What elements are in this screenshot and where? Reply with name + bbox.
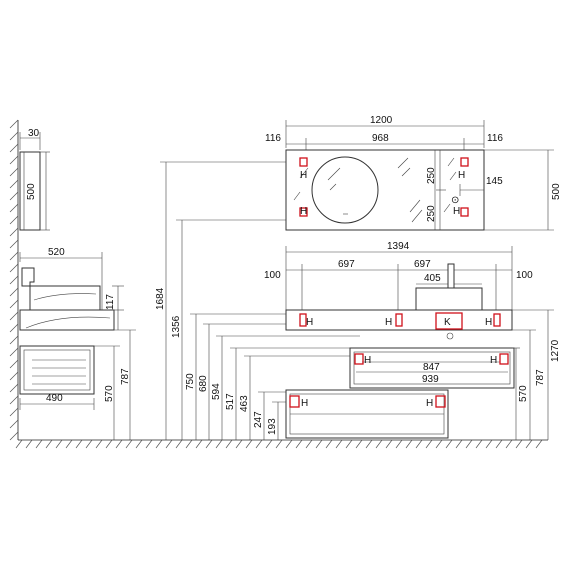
dim-h-247: 247 [253,411,264,428]
hanger-label: H [300,206,307,217]
hanger-marker-mirror-tr [460,157,469,167]
hanger-label: H [485,317,492,328]
lower-drawer-front: H H [285,389,449,439]
wall-hatch [9,119,19,441]
dim-mirror-upper-250: 250 [426,167,437,184]
hanger-marker-top-1 [299,313,307,327]
dim-mirror-left-offset: 116 [265,133,281,144]
dim-h-463: 463 [239,395,250,412]
upper-drawer-front: 847 939 H H [349,347,515,389]
hanger-label: H [458,170,465,181]
dim-top-width: 1394 [387,241,410,252]
dim-upper-drawer-outer: 939 [422,374,439,385]
dim-right-787: 787 [535,369,546,386]
hanger-marker-mirror-bl [299,207,308,217]
hanger-label: H [364,355,371,366]
dim-side-height-570: 570 [104,385,115,402]
round-mirror [311,156,379,224]
dim-mirror-socket-offset: 145 [486,176,503,187]
dim-mirror-right-offset: 116 [487,133,503,144]
dim-h-517: 517 [225,393,236,410]
hanger-label: H [426,398,433,409]
dim-side-depth: 520 [48,247,65,258]
dim-right-1270: 1270 [550,339,561,362]
dim-h-1356: 1356 [171,315,182,338]
hanger-marker-drawer-ul [354,353,364,365]
hanger-label: H [301,398,308,409]
dim-h-750: 750 [185,373,196,390]
front-countertop [285,309,513,331]
dim-mirror-side-height: 500 [26,183,37,200]
side-drawer [19,345,95,395]
front-faucet [447,263,455,291]
dim-h-680: 680 [198,375,209,392]
hanger-label: H [300,170,307,181]
dim-right-570: 570 [518,385,529,402]
countertop-front: 1394 100 697 697 100 405 H H K H [264,241,533,340]
dim-side-drawer-depth: 490 [46,393,63,404]
dim-top-left-offset: 100 [264,270,281,281]
drain-label: K [444,317,451,328]
dim-mirror-depth: 30 [28,128,40,139]
side-view: 30 500 520 117 490 [19,128,136,440]
dim-h-1684: 1684 [155,287,166,310]
dim-basin-width: 405 [424,273,441,284]
hanger-marker-drawer-ll [289,395,300,408]
dim-top-half-left: 697 [338,259,355,270]
dim-side-top-thickness: 117 [105,294,116,310]
dim-mirror-lower-250: 250 [426,205,437,222]
hanger-marker-top-2 [395,313,403,327]
hanger-label: H [490,355,497,366]
hanger-marker-top-3 [493,313,501,327]
right-height-dimensions: 1270 787 570 [512,309,561,440]
side-faucet [21,267,35,287]
dim-top-right-offset: 100 [516,270,533,281]
drain-marker-box [435,312,463,330]
dim-mirror-total-width: 1200 [370,115,393,126]
hanger-marker-mirror-br [460,207,469,217]
dim-upper-drawer-inner: 847 [423,362,440,373]
dim-mirror-center-span: 968 [372,133,389,144]
front-basin [415,287,483,311]
hanger-marker-drawer-ur [499,353,509,365]
dim-side-height-787: 787 [120,368,131,385]
upper-drawer [349,347,515,389]
height-dimensions: 1684 1356 750 680 594 517 463 247 193 [155,161,360,440]
mirror-front: 1200 116 968 116 250 250 145 ⊙ [265,115,562,231]
hanger-label: H [306,317,313,328]
dim-h-594: 594 [211,383,222,400]
dim-h-193: 193 [267,418,278,435]
dim-mirror-height: 500 [551,183,562,200]
floor-hatch [15,439,548,449]
dim-top-half-right: 697 [414,259,431,270]
side-countertop [19,309,115,331]
hanger-marker-drawer-lr [435,395,446,408]
hanger-label: H [453,206,460,217]
hanger-label: H [385,317,392,328]
side-mirror [19,151,41,231]
hanger-marker-mirror-tl [299,157,308,167]
switch-symbol: ⊙ [451,195,459,206]
